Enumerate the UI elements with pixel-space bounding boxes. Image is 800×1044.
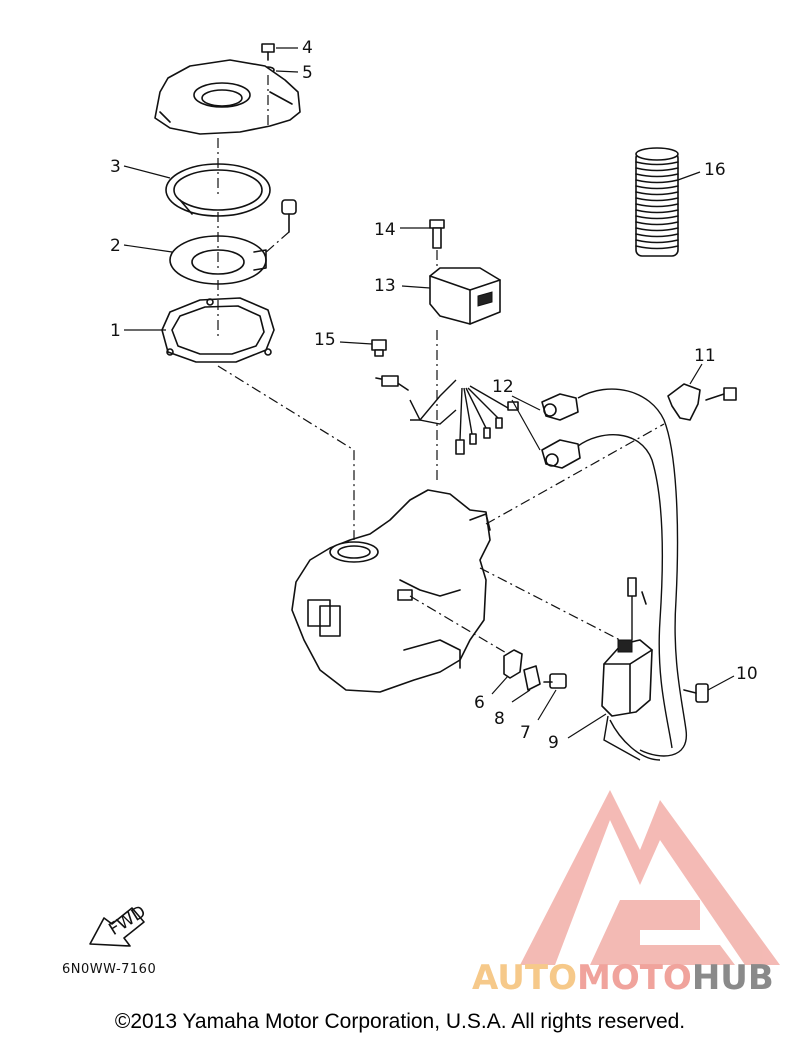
callout-15: 15 — [314, 330, 336, 350]
watermark-logo — [520, 790, 780, 965]
sleeve-rib — [635, 173, 679, 178]
sleeve-rib — [635, 185, 679, 190]
part-15-screw — [339, 339, 387, 357]
part-11-clamp — [667, 363, 737, 421]
callout-6: 6 — [474, 693, 485, 713]
high-tension-leads — [577, 388, 687, 761]
callout-1: 1 — [110, 321, 121, 341]
copyright-notice: ©2013 Yamaha Motor Corporation, U.S.A. A… — [114, 1010, 686, 1033]
part-3-ring — [165, 163, 271, 217]
watermark-moto: MOTO — [576, 958, 692, 998]
callout-2: 2 — [110, 236, 121, 256]
cdi-harness — [375, 315, 519, 455]
callout-5: 5 — [302, 63, 313, 83]
sleeve-rib — [635, 167, 679, 172]
callout-11: 11 — [694, 346, 716, 366]
callout-3: 3 — [110, 157, 121, 177]
part-8-spacer — [511, 665, 541, 703]
callout-10: 10 — [736, 664, 758, 684]
sleeve-rib — [635, 209, 679, 214]
part-10-bolt — [683, 675, 735, 703]
sleeve-rib — [635, 227, 679, 232]
sleeve-rib — [635, 179, 679, 184]
callout-16: 16 — [704, 160, 726, 180]
fwd-arrow: FWD — [89, 902, 150, 947]
part-1-gasket — [161, 297, 275, 363]
callout-14: 14 — [374, 220, 396, 240]
part-14-bolt — [400, 219, 445, 249]
watermark-hub: HUB — [691, 958, 774, 998]
callout-7: 7 — [520, 723, 531, 743]
sleeve-rib — [635, 203, 679, 208]
stator-cover — [154, 59, 301, 135]
sleeve-rib — [635, 233, 679, 238]
watermark-text: AUTOMOTOHUB — [472, 958, 774, 998]
callout-8: 8 — [494, 709, 505, 729]
part-7-bolt — [537, 673, 567, 721]
callout-4: 4 — [302, 38, 313, 58]
part-4-bolt — [261, 43, 275, 61]
part-12-plug-caps — [511, 393, 581, 469]
part-6-bracket — [491, 649, 523, 695]
watermark-auto: AUTO — [472, 958, 577, 998]
sleeve-rib — [635, 239, 679, 244]
sleeve-rib — [635, 197, 679, 202]
part-13-cdi-unit — [401, 267, 501, 325]
part-9-ignition-coil — [567, 577, 653, 761]
sleeve-rib — [635, 221, 679, 226]
sleeve-rib — [635, 245, 679, 250]
small-screw — [263, 199, 297, 255]
callout-13: 13 — [374, 276, 396, 296]
sleeve-rib — [635, 161, 679, 166]
sleeve-rib — [635, 215, 679, 220]
callout-9: 9 — [548, 733, 559, 753]
engine-crankcase — [291, 489, 491, 693]
callout-12: 12 — [492, 377, 514, 397]
sleeve-rib — [635, 191, 679, 196]
diagram-code: 6N0WW-7160 — [62, 962, 157, 977]
part-16-sleeve — [635, 147, 701, 257]
